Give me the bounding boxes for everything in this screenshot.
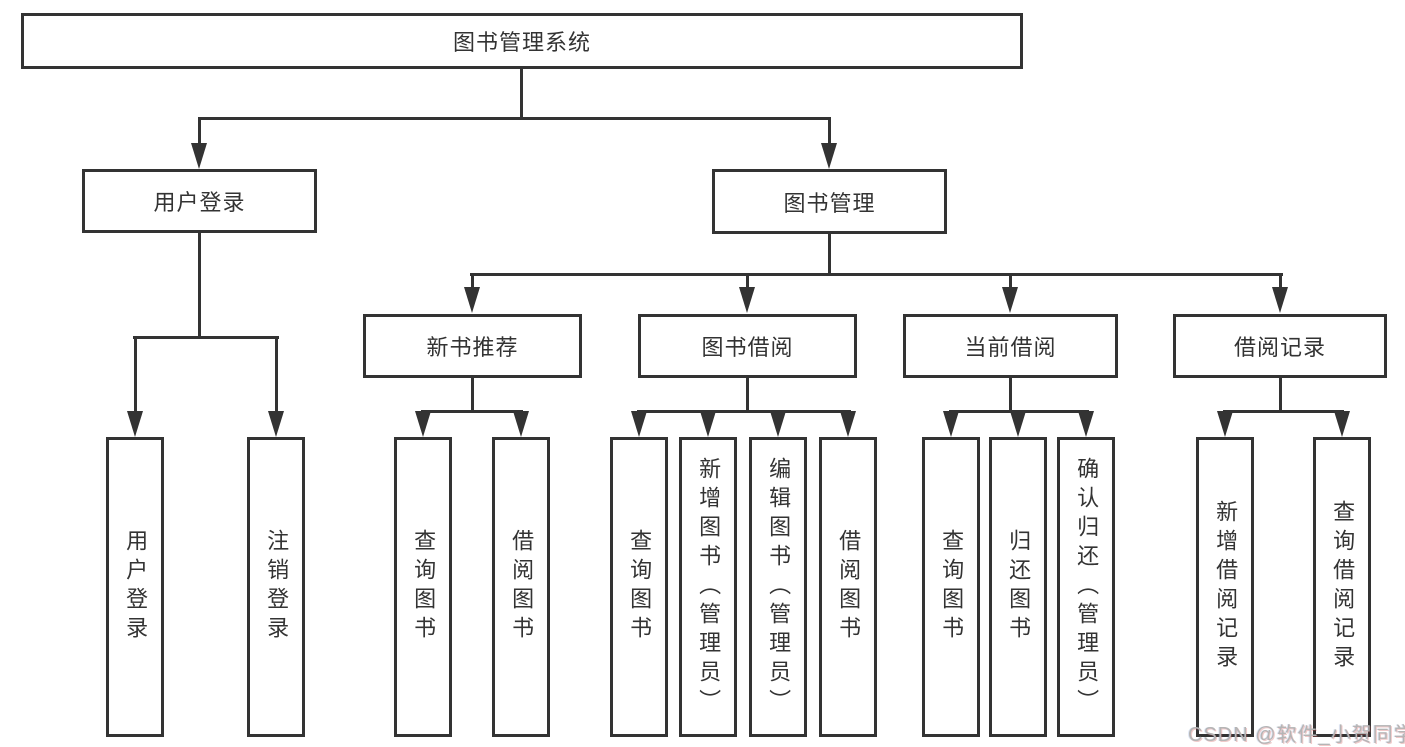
leaf-query-book-1: 查询图书 xyxy=(394,437,452,737)
connector-stub-leaf-logout xyxy=(275,336,278,413)
arrow-down-icon xyxy=(821,143,837,169)
arrow-down-icon xyxy=(464,287,480,313)
connector-bar-new-book-children xyxy=(421,410,523,413)
connector-bar-level2 xyxy=(198,117,831,120)
connector-bar-book-borrow-children xyxy=(637,410,851,413)
arrow-down-icon xyxy=(1002,287,1018,313)
connector-stub-new-book-recommend xyxy=(471,273,474,289)
arrow-down-icon xyxy=(739,287,755,313)
node-root-system: 图书管理系统 xyxy=(21,13,1023,69)
node-borrow-record: 借阅记录 xyxy=(1173,314,1387,378)
connector-stub-borrow-record xyxy=(1279,273,1282,289)
connector-trunk-new-book-recommend xyxy=(471,377,474,413)
arrow-down-icon xyxy=(415,411,431,437)
csdn-watermark: CSDN @软件_小贺同学 xyxy=(1188,724,1405,746)
leaf-query-book-2: 查询图书 xyxy=(610,437,668,737)
arrow-down-icon xyxy=(1010,411,1026,437)
connector-bar-borrow-record-children xyxy=(1223,410,1344,413)
leaf-add-borrow-record: 新增借阅记录 xyxy=(1196,437,1254,737)
connector-stub-book-borrow xyxy=(746,273,749,289)
connector-stub-current-borrow xyxy=(1009,273,1012,289)
arrow-down-icon xyxy=(1078,411,1094,437)
node-book-borrow: 图书借阅 xyxy=(638,314,857,378)
arrow-down-icon xyxy=(513,411,529,437)
connector-trunk-book-borrow xyxy=(746,377,749,413)
arrow-down-icon xyxy=(840,411,856,437)
connector-stub-user-login xyxy=(198,117,201,147)
arrow-down-icon xyxy=(127,411,143,437)
leaf-confirm-return-admin: 确认归还（管理员） xyxy=(1057,437,1115,737)
leaf-query-borrow-record: 查询借阅记录 xyxy=(1313,437,1371,737)
node-user-login: 用户登录 xyxy=(82,169,317,233)
connector-trunk-current-borrow xyxy=(1009,377,1012,413)
connector-bar-level3 xyxy=(470,273,1283,276)
leaf-borrow-book-2: 借阅图书 xyxy=(819,437,877,737)
leaf-query-book-3: 查询图书 xyxy=(922,437,980,737)
connector-stub-leaf-user-login xyxy=(134,336,137,413)
arrow-down-icon xyxy=(1272,287,1288,313)
node-new-book-recommend: 新书推荐 xyxy=(363,314,582,378)
leaf-borrow-book-1: 借阅图书 xyxy=(492,437,550,737)
arrow-down-icon xyxy=(191,143,207,169)
arrow-down-icon xyxy=(268,411,284,437)
leaf-add-book-admin: 新增图书（管理员） xyxy=(679,437,737,737)
arrow-down-icon xyxy=(1217,411,1233,437)
leaf-return-book: 归还图书 xyxy=(989,437,1047,737)
arrow-down-icon xyxy=(700,411,716,437)
arrow-down-icon xyxy=(943,411,959,437)
arrow-down-icon xyxy=(770,411,786,437)
node-book-management: 图书管理 xyxy=(712,169,947,234)
connector-trunk-root xyxy=(520,69,523,119)
connector-trunk-borrow-record xyxy=(1279,377,1282,413)
leaf-logout: 注销登录 xyxy=(247,437,305,737)
connector-stub-book-management xyxy=(828,117,831,147)
connector-trunk-book-management xyxy=(828,233,831,276)
arrow-down-icon xyxy=(1334,411,1350,437)
arrow-down-icon xyxy=(631,411,647,437)
leaf-edit-book-admin: 编辑图书（管理员） xyxy=(749,437,807,737)
connector-bar-user-login-children xyxy=(133,336,279,339)
connector-trunk-user-login xyxy=(198,232,201,339)
node-current-borrow: 当前借阅 xyxy=(903,314,1118,378)
leaf-user-login: 用户登录 xyxy=(106,437,164,737)
